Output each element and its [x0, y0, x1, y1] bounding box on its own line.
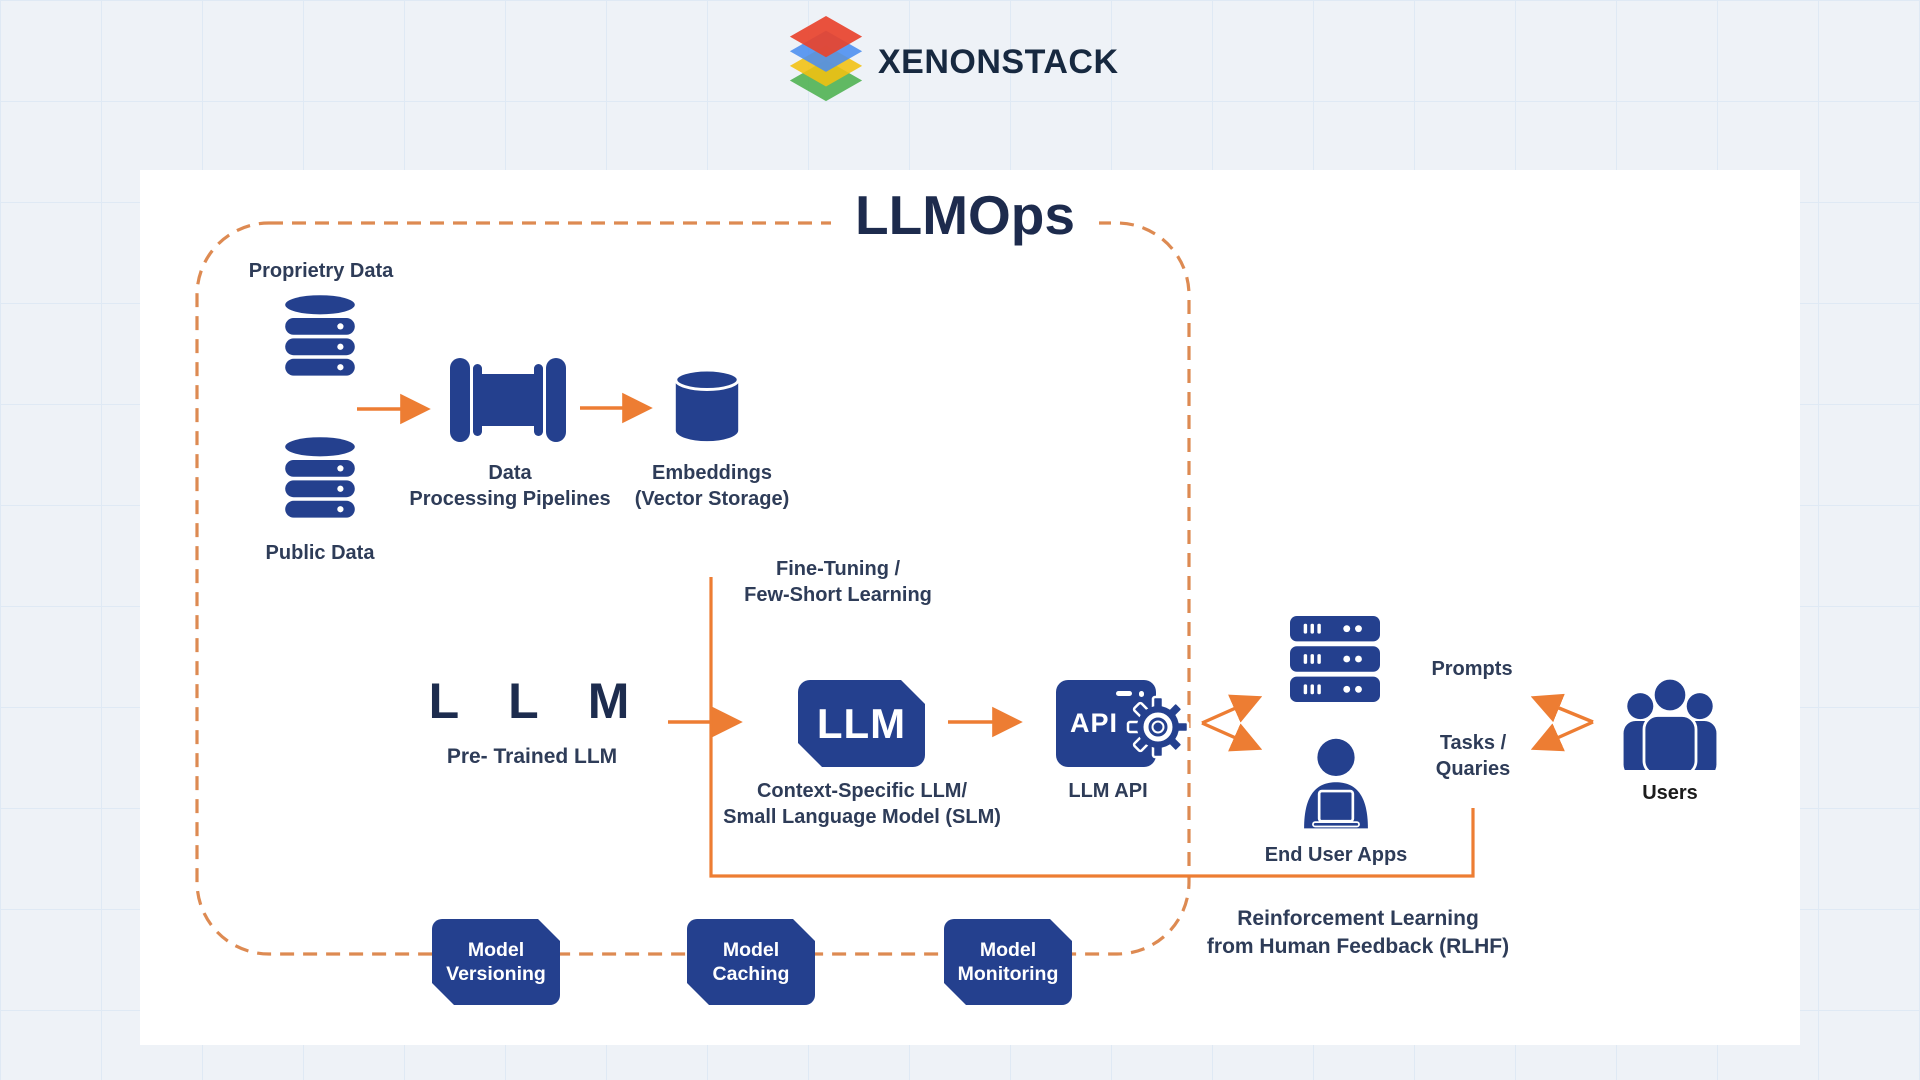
pipeline-icon	[450, 358, 566, 442]
pretrained-llm-wordmark: L L M	[428, 673, 648, 729]
badge-model-versioning-line2: Versioning	[446, 963, 546, 985]
public-database-icon	[285, 437, 355, 518]
pipelines-label-line2: Processing Pipelines	[409, 488, 611, 510]
xenonstack-logo: XENONSTACK	[788, 16, 1119, 102]
white-content-panel	[140, 170, 1800, 1045]
pipelines-label-line1: Data	[488, 462, 532, 484]
slm-box: LLM	[798, 680, 925, 767]
finetuning-label-line2: Few-Short Learning	[744, 584, 932, 606]
tasks-label-line1: Tasks /	[1439, 732, 1507, 754]
users-group-icon	[1623, 676, 1717, 770]
finetuning-label: Fine-Tuning / Few-Short Learning	[744, 556, 932, 608]
brand-name: XENONSTACK	[878, 42, 1119, 81]
embeddings-label-line1: Embeddings	[651, 462, 773, 484]
pipelines-label: Data Processing Pipelines	[409, 460, 610, 512]
badge-model-monitoring: Model Monitoring	[944, 919, 1072, 1005]
tasks-label: Tasks / Quaries	[1436, 730, 1510, 782]
slm-label-line1: Context-Specific LLM/	[756, 780, 968, 802]
rlhf-label-line2: from Human Feedback (RLHF)	[1206, 935, 1510, 958]
finetuning-label-line1: Fine-Tuning /	[775, 558, 901, 580]
gear-icon	[1126, 695, 1190, 759]
badge-model-versioning: Model Versioning	[432, 919, 560, 1005]
end-user-apps-label: End User Apps	[1264, 844, 1408, 866]
pretrained-llm-label: Pre- Trained LLM	[446, 745, 618, 768]
badge-model-caching-line2: Caching	[712, 963, 790, 985]
diagram-title: LLMOps	[831, 182, 1099, 248]
users-label: Users	[1642, 782, 1698, 804]
slm-box-label: LLM	[816, 699, 907, 747]
badge-model-versioning-line1: Model	[467, 939, 525, 961]
badge-model-caching: Model Caching	[687, 919, 815, 1005]
embeddings-cylinder-icon	[674, 368, 740, 442]
server-stack-icon	[1290, 615, 1380, 703]
xenonstack-stack-icon	[789, 16, 863, 102]
embeddings-label: Embeddings (Vector Storage)	[635, 460, 789, 512]
tasks-label-line2: Quaries	[1435, 758, 1511, 780]
slm-label: Context-Specific LLM/ Small Language Mod…	[723, 778, 1001, 830]
embeddings-label-line2: (Vector Storage)	[634, 488, 790, 510]
prompts-label: Prompts	[1431, 658, 1513, 680]
public-data-label: Public Data	[265, 542, 375, 564]
proprietary-database-icon	[285, 295, 355, 376]
person-laptop-icon	[1304, 738, 1368, 829]
badge-model-monitoring-line1: Model	[979, 939, 1037, 961]
llm-api-label: LLM API	[1068, 780, 1148, 802]
rlhf-label: Reinforcement Learning from Human Feedba…	[1207, 905, 1509, 961]
slm-label-line2: Small Language Model (SLM)	[723, 806, 1001, 828]
rlhf-label-line1: Reinforcement Learning	[1237, 907, 1479, 930]
api-window-label: API	[1070, 708, 1119, 738]
proprietary-data-label: Proprietry Data	[248, 260, 394, 282]
badge-model-caching-line1: Model	[722, 939, 780, 961]
badge-model-monitoring-line2: Monitoring	[957, 963, 1059, 985]
